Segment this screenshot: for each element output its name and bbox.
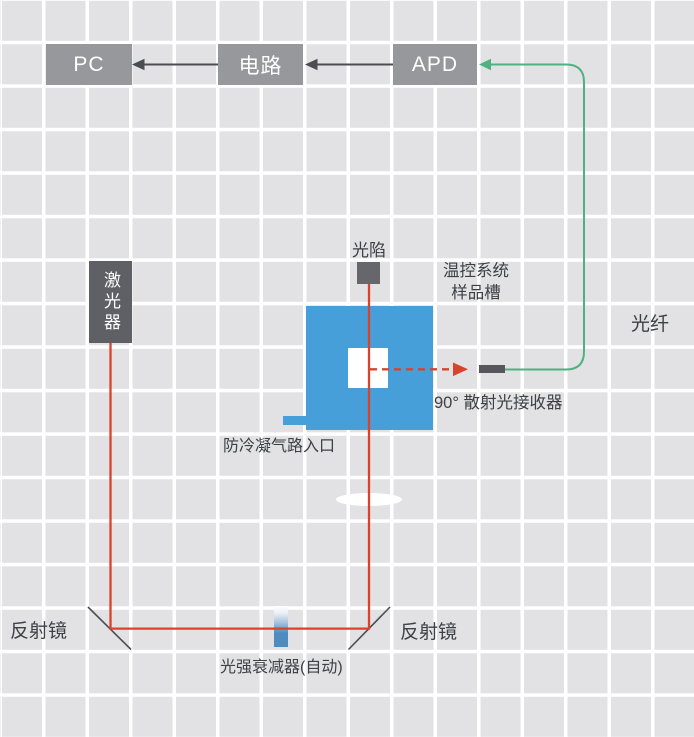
scattered-light-receiver [479, 365, 505, 373]
light-trap-label: 光陷 [352, 241, 386, 260]
pc-box: PC [46, 44, 132, 85]
gas-inlet-port [283, 416, 307, 425]
mirror-right-label: 反射镜 [400, 622, 458, 643]
lens-ellipse [336, 493, 402, 506]
mirror-left-label: 反射镜 [10, 621, 68, 642]
attenuator-label: 光强衰减器(自动) [220, 659, 343, 676]
laser-box: 激光器 [89, 261, 132, 343]
arrow-circuit-to-pc [132, 58, 218, 71]
gas-inlet-label: 防冷凝气路入口 [223, 438, 336, 455]
fiber-line [479, 58, 585, 371]
apd-label: APD [411, 52, 459, 76]
sample-cuvette [348, 348, 388, 388]
circuit-box: 电路 [218, 44, 303, 85]
mirror-right-line [347, 606, 391, 651]
arrow-apd-to-circuit [305, 58, 393, 71]
pc-label: PC [73, 52, 105, 76]
fiber-label: 光纤 [630, 314, 670, 335]
receiver-label: 90° 散射光接收器 [434, 394, 563, 412]
circuit-label: 电路 [238, 54, 283, 78]
temp-system-label: 温控系统 样品槽 [443, 261, 509, 304]
temp-system-label-line2: 样品槽 [451, 283, 501, 302]
temp-system-label-line1: 温控系统 [443, 262, 509, 280]
laser-label: 激光器 [101, 270, 120, 334]
attenuator-bar [274, 606, 288, 647]
mirror-left-line [87, 606, 132, 651]
apd-box: APD [393, 44, 477, 85]
light-trap-box [357, 262, 380, 284]
